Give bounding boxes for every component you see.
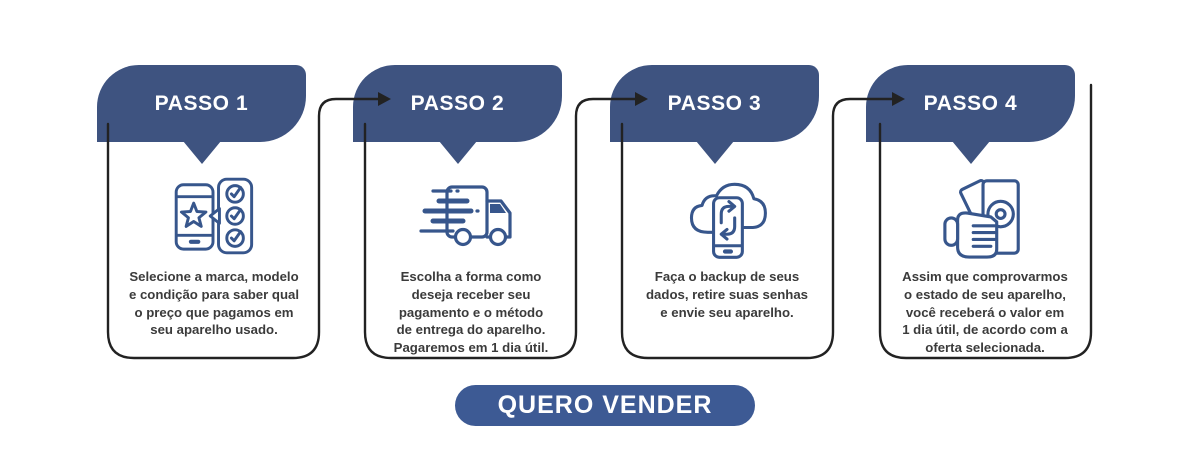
step-2-banner: PASSO 2 (353, 65, 562, 142)
step-3-banner-pointer (696, 141, 734, 164)
step-3-description: Faça o backup de seus dados, retire suas… (646, 269, 808, 320)
step-3-banner: PASSO 3 (610, 65, 819, 142)
phone-checklist-icon (174, 177, 254, 255)
step-3-icon-area (667, 168, 787, 264)
step-2-title: PASSO 2 (410, 91, 505, 115)
delivery-truck-icon (419, 185, 512, 247)
step-1-description: Selecione a marca, modelo e condição par… (128, 269, 300, 338)
step-4-icon-area (924, 168, 1044, 264)
cloud-backup-icon (689, 182, 767, 259)
step-3-title: PASSO 3 (667, 91, 762, 115)
step-4-description: Assim que comprovarmos o estado de seu a… (902, 269, 1068, 356)
step-1-icon-area (153, 168, 273, 264)
step-4-banner-pointer (952, 141, 990, 164)
step-2-banner-pointer (439, 141, 477, 164)
step-1-title: PASSO 1 (154, 91, 249, 115)
step-2-description: Escolha a forma como deseja receber seu … (393, 269, 549, 356)
step-4-title: PASSO 4 (923, 91, 1018, 115)
quero-vender-button[interactable]: QUERO VENDER (455, 385, 755, 426)
step-1-banner-pointer (183, 141, 221, 164)
step-1-banner: PASSO 1 (97, 65, 306, 142)
step-4-banner: PASSO 4 (866, 65, 1075, 142)
money-hand-icon (943, 179, 1020, 259)
step-2-icon-area (408, 168, 528, 264)
